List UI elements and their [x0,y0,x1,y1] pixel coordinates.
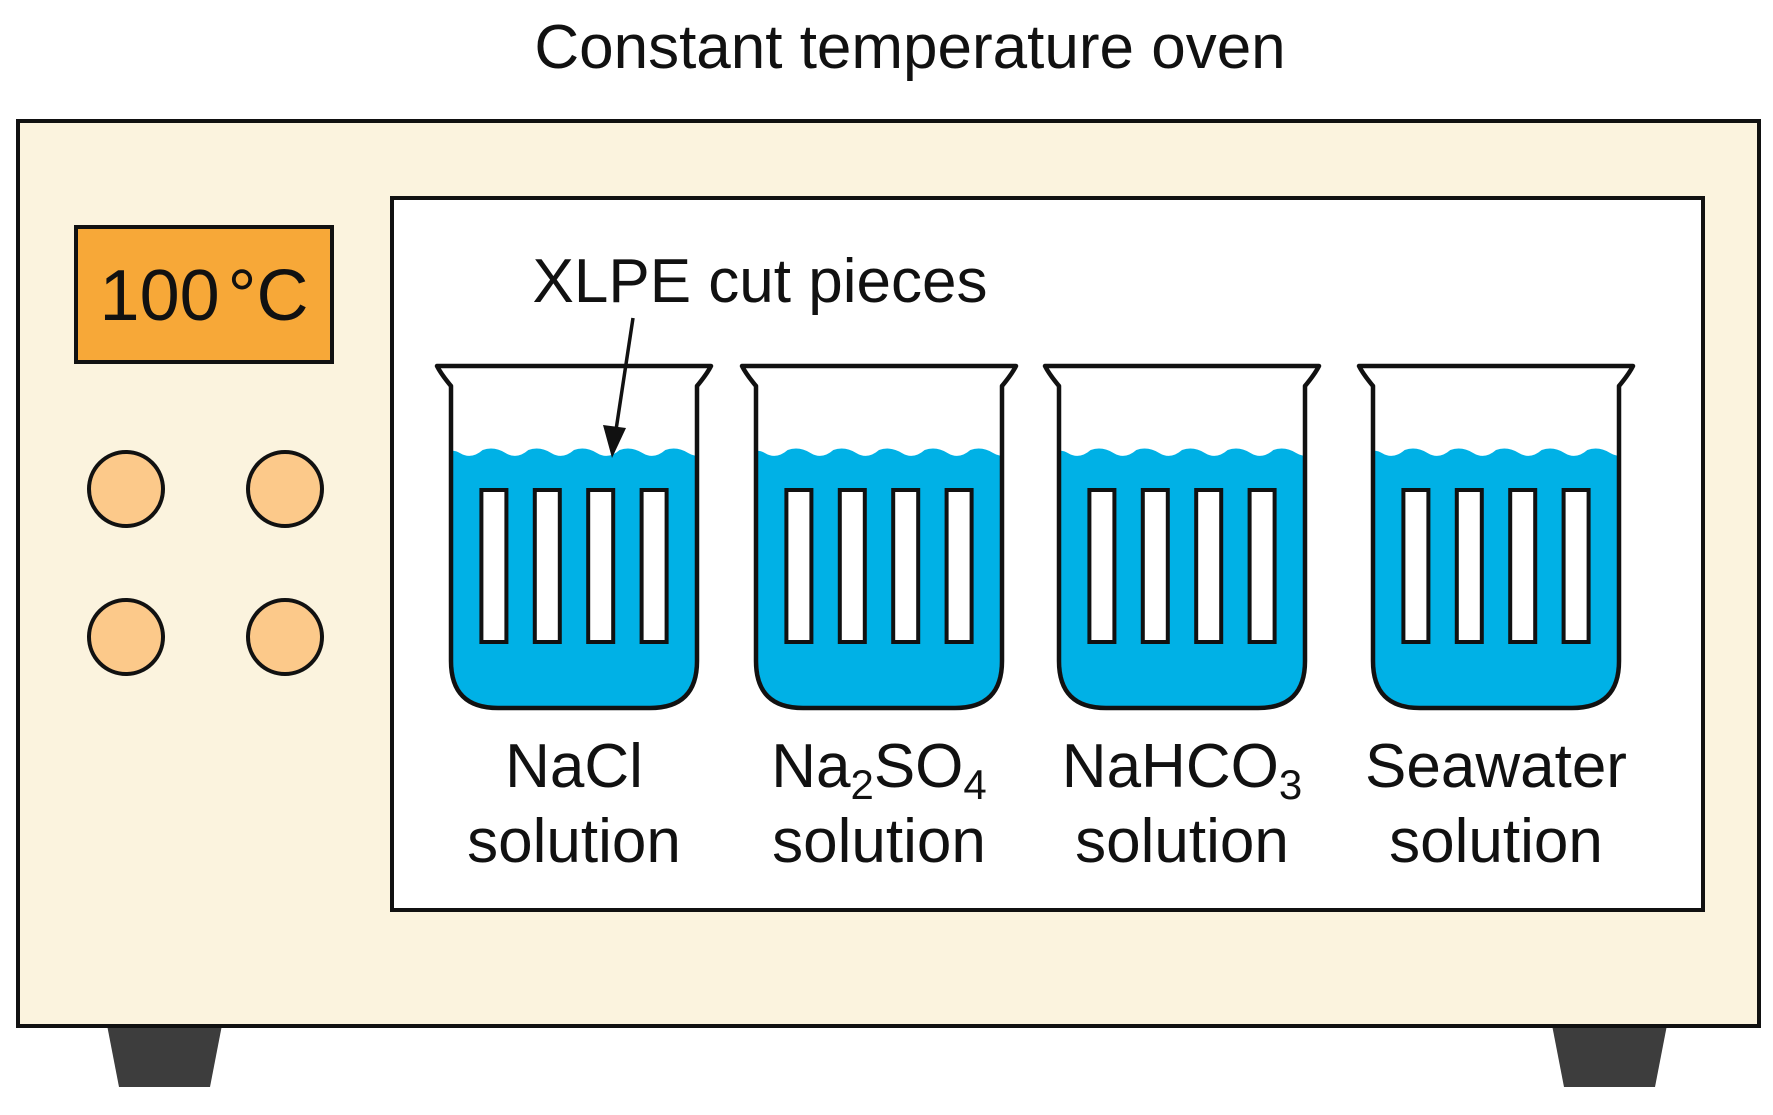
xlpe-piece [1454,488,1484,644]
xlpe-piece [1561,488,1591,644]
solution-word: solution [772,807,986,876]
callout-arrow-line [614,317,635,431]
oven-foot-right [1552,1025,1667,1087]
temperature-display: 100°C [74,225,334,364]
subscript: 4 [963,761,986,808]
formula-part: NaCl [505,732,643,801]
oven-foot-left [107,1025,222,1087]
xlpe-piece [639,488,669,644]
xlpe-piece [1194,488,1224,644]
beaker-na2so4 [739,363,1019,711]
diagram-title: Constant temperature oven [534,13,1285,82]
formula-part: SO [874,732,964,801]
xlpe-piece [1508,488,1538,644]
solution-word: solution [1389,807,1603,876]
temperature-value: 100 [100,256,220,336]
control-knob[interactable] [87,598,165,676]
subscript: 2 [850,761,873,808]
solution-liquid [453,448,695,706]
beaker-outline [434,363,714,711]
xlpe-piece [586,488,616,644]
control-knob[interactable] [246,450,324,528]
xlpe-piece [1401,488,1431,644]
xlpe-piece [1140,488,1170,644]
formula-part: Na [771,732,851,801]
solution-name: NaCl [505,732,643,801]
beaker-outline [1356,363,1636,711]
beaker-seawater [1356,363,1636,711]
solution-word: solution [467,807,681,876]
xlpe-piece [479,488,509,644]
xlpe-piece [1247,488,1277,644]
solution-liquid [1061,448,1303,706]
control-knob[interactable] [87,450,165,528]
xlpe-piece [837,488,867,644]
callout-label: XLPE cut pieces [533,247,988,316]
control-knobs [87,450,324,676]
oven-feet [107,1025,1667,1087]
solution-name: Seawater [1365,732,1627,801]
xlpe-piece [784,488,814,644]
xlpe-piece [891,488,921,644]
solution-word: solution [1075,807,1289,876]
beaker-outline [739,363,1019,711]
xlpe-piece [1087,488,1117,644]
solution-name: Na2SO4 [771,732,987,808]
beaker-nacl [434,363,714,711]
solution-name: NaHCO3 [1062,732,1302,808]
beakers [434,363,1636,711]
solution-labels: NaClsolutionNa2SO4solutionNaHCO3solution… [467,732,1627,876]
control-knob[interactable] [246,598,324,676]
callout: XLPE cut pieces [533,247,988,458]
xlpe-piece [532,488,562,644]
xlpe-piece [944,488,974,644]
solution-liquid [758,448,1000,706]
formula-part: NaHCO [1062,732,1279,801]
subscript: 3 [1279,761,1302,808]
temperature-readout: 100°C [100,256,309,336]
temperature-unit: °C [228,256,309,336]
solution-liquid [1375,448,1617,706]
beaker-outline [1042,363,1322,711]
beaker-nahco3 [1042,363,1322,711]
callout-arrowhead [603,425,626,458]
formula-part: Seawater [1365,732,1627,801]
